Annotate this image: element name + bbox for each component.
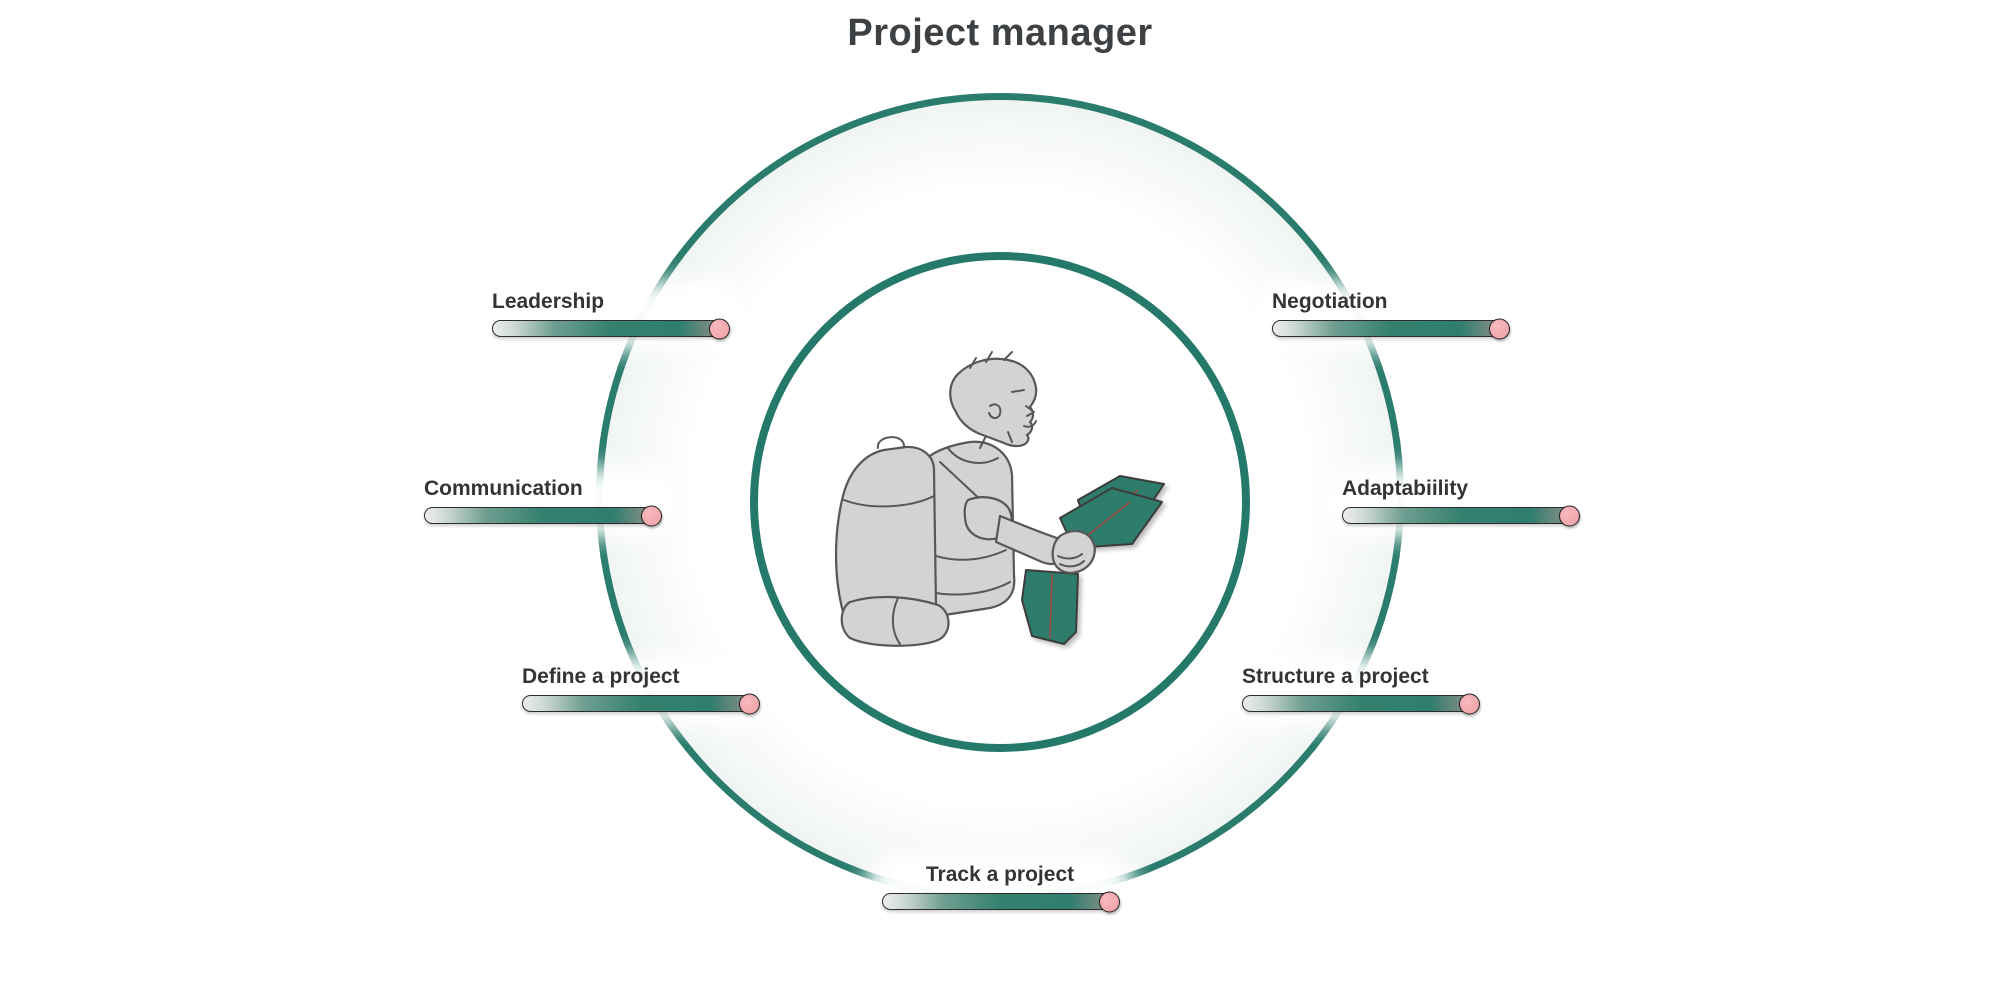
skill-label: Track a project: [925, 863, 1075, 886]
white-halo: [1324, 467, 1596, 538]
skill-group-define-a-project: Define a project: [504, 655, 776, 726]
skill-label: Leadership: [492, 290, 605, 313]
skill-bar: [1272, 318, 1510, 339]
slider-knob: [709, 318, 730, 339]
skill-group-structure-a-project: Structure a project: [1224, 655, 1496, 726]
white-halo: [1224, 655, 1496, 726]
slider-knob: [641, 505, 662, 526]
skill-group-communication: Communication: [406, 467, 678, 538]
white-halo: [474, 280, 746, 351]
skill-label: Define a project: [522, 665, 680, 688]
skill-group-adaptability: Adaptabiility: [1324, 467, 1596, 538]
page-title: Project manager: [847, 12, 1153, 54]
slider-knob: [1559, 505, 1580, 526]
hiker-illustration: [820, 350, 1180, 660]
white-halo: [1254, 280, 1526, 351]
skill-bar: [1242, 693, 1480, 714]
skill-bar: [1342, 505, 1580, 526]
skill-label: Negotiation: [1272, 290, 1388, 313]
white-halo: [406, 467, 678, 538]
slider-knob: [1099, 891, 1120, 912]
skill-group-leadership: Leadership: [474, 280, 746, 351]
skill-group-track-a-project: Track a project: [864, 853, 1136, 924]
skill-label: Adaptabiility: [1342, 477, 1469, 500]
white-halo: [504, 655, 776, 726]
slider-knob: [739, 693, 760, 714]
skill-group-negotiation: Negotiation: [1254, 280, 1526, 351]
slider-knob: [1459, 693, 1480, 714]
skill-bar: [424, 505, 662, 526]
skill-bar: [492, 318, 730, 339]
slider-knob: [1489, 318, 1510, 339]
skill-label: Communication: [424, 477, 583, 500]
skill-label: Structure a project: [1242, 665, 1429, 688]
white-halo: [864, 853, 1136, 924]
hiker-reading-map-drawing: [834, 351, 1165, 647]
skill-bar: [522, 693, 760, 714]
skill-bar: [882, 891, 1120, 912]
